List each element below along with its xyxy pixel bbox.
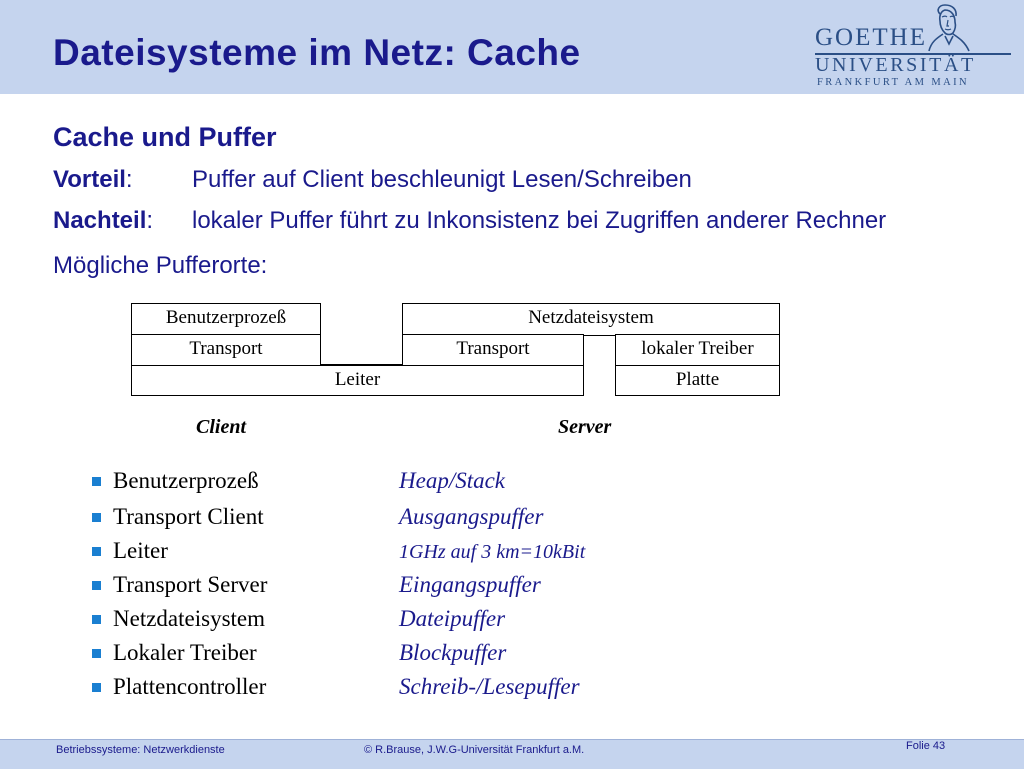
list-item-name: Transport Server xyxy=(113,572,268,597)
list-item-buffer: 1GHz auf 3 km=10kBit xyxy=(399,541,586,563)
header-band: Dateisysteme im Netz: Cache GOETHE UNIVE… xyxy=(0,0,1024,94)
vorteil-label: Vorteil xyxy=(53,166,126,193)
footer-copyright: © R.Brause, J.W.G-Universität Frankfurt … xyxy=(364,744,585,756)
client-label: Client xyxy=(196,416,247,438)
footer-band: Betriebssysteme: Netzwerkdienste © R.Bra… xyxy=(0,739,1024,769)
list-item-buffer: Blockpuffer xyxy=(399,640,507,665)
list-item-name: Plattencontroller xyxy=(113,674,267,699)
transport-connector-line xyxy=(320,364,403,366)
client-user-process-box: Benutzerprozeß xyxy=(131,303,321,336)
goethe-portrait-icon xyxy=(928,4,970,52)
square-bullet-icon xyxy=(92,477,101,486)
list-item-name: Lokaler Treiber xyxy=(113,640,257,665)
list-item-name: Netzdateisystem xyxy=(113,606,266,631)
server-local-driver-box: lokaler Treiber xyxy=(615,334,780,367)
footer-course: Betriebssysteme: Netzwerkdienste xyxy=(56,744,225,756)
server-label: Server xyxy=(558,416,612,438)
list-item-buffer: Schreib-/Lesepuffer xyxy=(399,674,580,699)
square-bullet-icon xyxy=(92,581,101,590)
footer-slide-number: Folie 43 xyxy=(906,740,946,752)
vorteil-line: Vorteil: Puffer auf Client beschleunigt … xyxy=(53,166,692,194)
logo-divider xyxy=(815,53,1011,55)
list-item-name: Transport Client xyxy=(113,504,264,529)
server-disk-box: Platte xyxy=(615,365,780,396)
client-transport-box: Transport xyxy=(131,334,321,367)
list-item-name: Leiter xyxy=(113,538,168,563)
square-bullet-icon xyxy=(92,513,101,522)
slide-title: Dateisysteme im Netz: Cache xyxy=(53,32,581,73)
logo-universitaet-text: UNIVERSITÄT xyxy=(815,54,976,76)
wire-box: Leiter xyxy=(131,365,584,396)
logo-city-text: FRANKFURT AM MAIN xyxy=(817,77,969,88)
square-bullet-icon xyxy=(92,649,101,658)
nachteil-text: lokaler Puffer führt zu Inkonsistenz bei… xyxy=(192,207,887,234)
list-item-buffer: Eingangspuffer xyxy=(399,572,541,597)
list-item-name: Benutzerprozeß xyxy=(113,468,259,493)
vorteil-colon: : xyxy=(125,166,133,193)
nachteil-label: Nachteil xyxy=(53,207,147,234)
nachteil-colon: : xyxy=(146,207,154,234)
square-bullet-icon xyxy=(92,547,101,556)
pufferorte-heading: Mögliche Pufferorte: xyxy=(53,252,268,279)
square-bullet-icon xyxy=(92,683,101,692)
vorteil-text: Puffer auf Client beschleunigt Lesen/Sch… xyxy=(192,166,692,193)
server-file-system-box: Netzdateisystem xyxy=(402,303,780,336)
list-item-buffer: Heap/Stack xyxy=(399,468,506,493)
nachteil-line: Nachteil: lokaler Puffer führt zu Inkons… xyxy=(53,207,886,235)
server-transport-box: Transport xyxy=(402,334,584,367)
logo-goethe-text: GOETHE xyxy=(815,24,927,51)
list-item-buffer: Ausgangspuffer xyxy=(399,504,544,529)
section-heading: Cache und Puffer xyxy=(53,122,277,152)
square-bullet-icon xyxy=(92,615,101,624)
list-item-buffer: Dateipuffer xyxy=(399,606,506,631)
university-logo: GOETHE UNIVERSITÄT FRANKFURT AM MAIN xyxy=(815,2,1011,90)
